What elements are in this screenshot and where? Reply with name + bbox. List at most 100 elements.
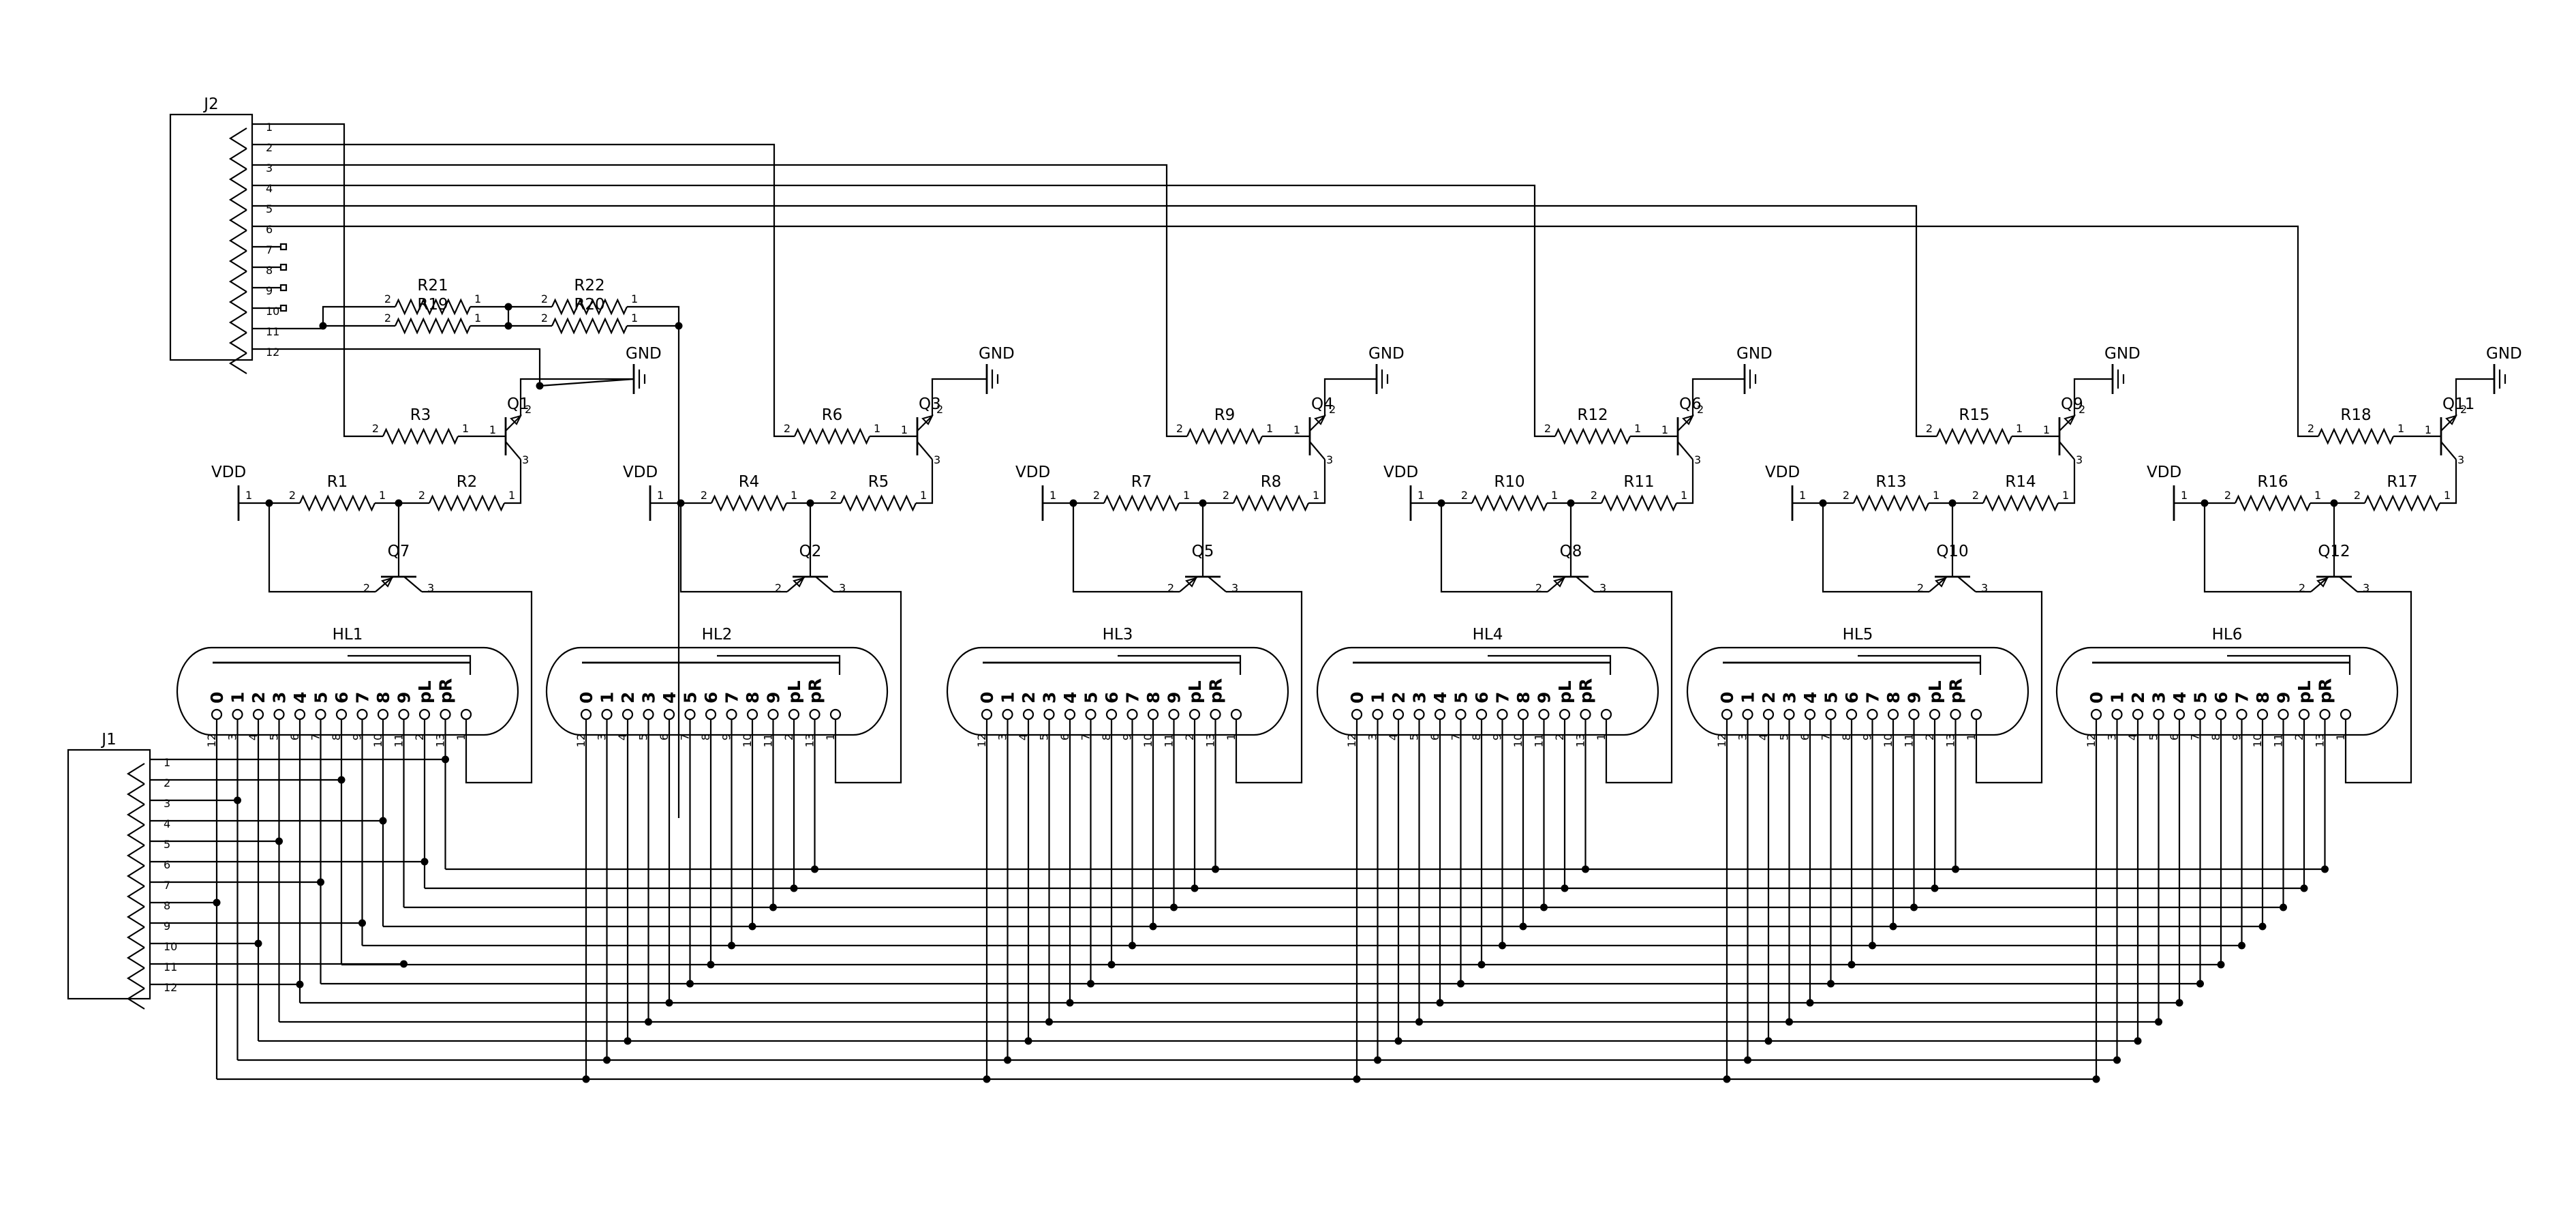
tube-HL2-anode [717, 654, 841, 675]
resistor-r4-label: R4 [739, 473, 760, 491]
junction-dot [504, 322, 512, 330]
transistor-q9-collector [2059, 415, 2075, 432]
tube-HL3-pin-num: 10 [1141, 734, 1154, 747]
resistor-r7-zigzag [1103, 494, 1180, 512]
junction-dot [1910, 903, 1918, 911]
connector-j1-pin-label: 11 [164, 961, 177, 973]
transistor-q2-label: Q2 [799, 543, 822, 560]
junction-dot [1889, 922, 1897, 931]
gnd-0: GND [626, 345, 662, 394]
resistor-r15-zigzag [1936, 427, 2012, 445]
wire [1226, 590, 1303, 784]
wire [1676, 459, 1694, 504]
tube-HL1-digit: 0 [207, 692, 227, 704]
tube-HL3-pin-num: 8 [1100, 734, 1113, 740]
tube-HL2-pin [622, 708, 634, 721]
junction-dot [2092, 1075, 2100, 1083]
junction-dot [707, 961, 715, 969]
tube-HL5-pin [1762, 708, 1775, 721]
tube-HL2-digit: 9 [764, 692, 784, 704]
resistor-r22-pin-a: 2 [541, 292, 548, 305]
tube-HL6-pin [2236, 708, 2248, 721]
tube-HL2-pin-num: 9 [720, 734, 733, 740]
resistor-r15-pin-b: 1 [2016, 422, 2023, 435]
tube-HL2-pin-num: 10 [741, 734, 754, 747]
tube-HL2-pin-num: 7 [679, 734, 692, 740]
resistor-r21-zigzag [395, 298, 471, 316]
tube-HL4-body [1316, 646, 1659, 736]
tube-HL1-pin [252, 708, 264, 721]
tube-HL6-pin [2340, 708, 2352, 721]
connector-j2-pin-label: 5 [266, 202, 273, 215]
junction-dot [2196, 980, 2204, 988]
tube-HL3-pin-num: 2 [1183, 734, 1196, 740]
junction-dot [1191, 884, 1199, 892]
tube-HL4-digit: 6 [1472, 692, 1492, 704]
resistor-r10-pin-b: 1 [1551, 489, 1558, 502]
tube-HL3-pin [1189, 708, 1201, 721]
transistor-q1-emitter [505, 441, 521, 460]
transistor-q7-collector [403, 576, 423, 592]
junction-dot [395, 499, 403, 507]
transistor-q5-collector [1208, 576, 1227, 592]
resistor-r16-pin-a: 2 [2224, 489, 2231, 502]
junction-dot [2238, 941, 2245, 950]
resistor-r3-label: R3 [410, 406, 431, 424]
tube-HL6-pin [2278, 708, 2289, 721]
tube-HL2-pin [601, 708, 613, 721]
connector-j2-label: J2 [202, 95, 218, 113]
junction-dot [442, 755, 449, 764]
junction-dot [728, 941, 735, 950]
transistor-q6-arrow [1682, 414, 1694, 425]
resistor-r16-label: R16 [2257, 473, 2288, 491]
connector-j1-pin-shape [126, 804, 145, 826]
resistor-r17-zigzag [2364, 494, 2440, 512]
tube-HL4-pin-num: 9 [1491, 734, 1504, 740]
junction-dot [1931, 884, 1939, 892]
transistor-q3-pin-1: 1 [901, 423, 908, 436]
resistor-r2-label: R2 [457, 473, 478, 491]
transistor-q4-arrow [1314, 414, 1326, 425]
tube-HL3-digit: pR [1206, 678, 1226, 704]
tube-HL6-pin [2153, 708, 2164, 721]
tube-HL4-digit: 4 [1430, 692, 1450, 704]
connector-j2-pin-shape [228, 189, 247, 211]
tube-HL6-pin-num: 8 [2209, 734, 2222, 740]
wire [252, 184, 1555, 438]
tube-HL5-digit: pL [1925, 680, 1945, 704]
connector-j1-pin-shape [126, 824, 145, 846]
resistor-r17-pin-b: 1 [2444, 489, 2451, 502]
resistor-r5-pin-b: 1 [920, 489, 927, 502]
tube-HL4-anode [1488, 654, 1612, 675]
junction-dot [790, 884, 798, 892]
tube-HL2-digit: 8 [743, 692, 763, 704]
transistor-q7-arrow [381, 577, 393, 588]
junction-dot [1827, 980, 1835, 988]
tube-HL5-digit: 6 [1842, 692, 1862, 704]
transistor-q10-pin-3: 3 [1981, 582, 1988, 594]
transistor-q5-pin-3: 3 [1231, 582, 1238, 594]
transistor-q1-collector [505, 415, 521, 432]
tube-HL2-pin [767, 708, 779, 721]
tube-HL3-digit: 1 [998, 692, 1018, 704]
junction-dot [686, 980, 694, 988]
tube-HL5-pin-num: 8 [1840, 734, 1853, 740]
tube-HL6-pin-num: 3 [2106, 734, 2119, 740]
tube-HL1-pin-num: 13 [434, 734, 447, 747]
connector-j1-pin-shape [126, 783, 145, 805]
junction-dot [1819, 499, 1827, 507]
tube-HL1-pin [460, 708, 472, 721]
resistor-r4-zigzag [711, 494, 787, 512]
tube-HL2-digit: 2 [618, 692, 638, 704]
wire [519, 378, 634, 416]
connector-j1-box [67, 749, 151, 1000]
